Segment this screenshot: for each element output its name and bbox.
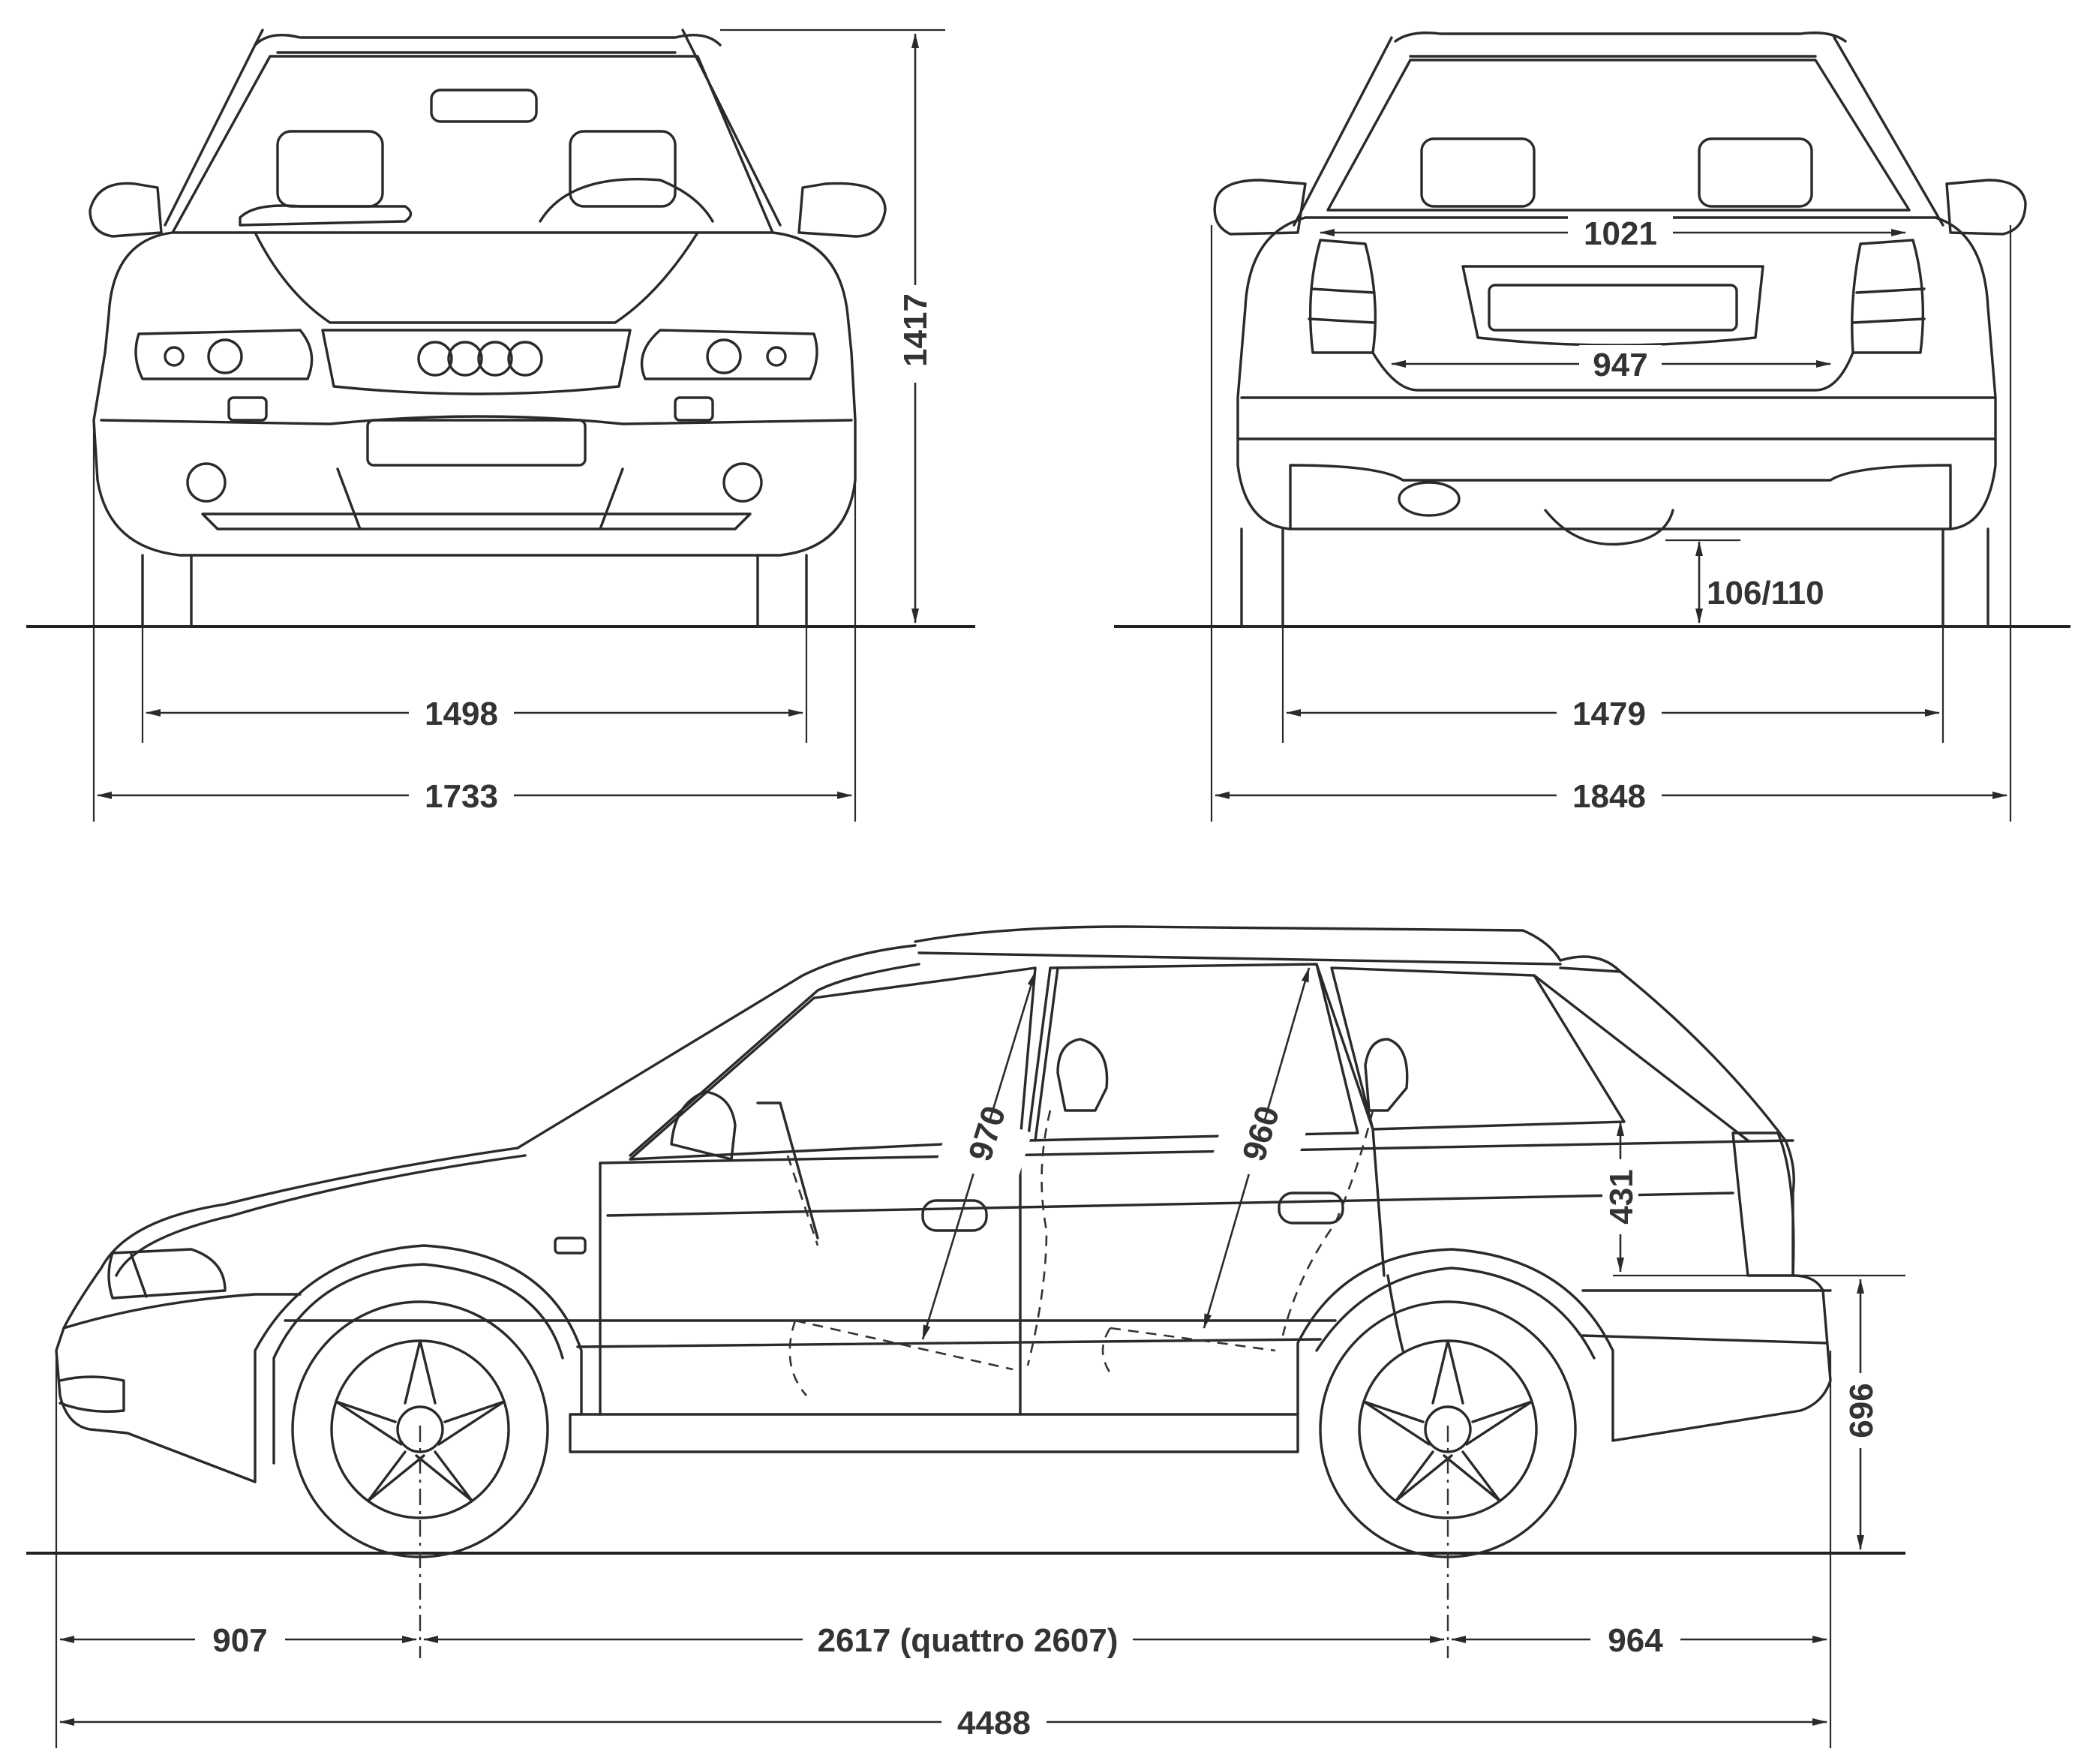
ground-clearance-label: 106/110 bbox=[1707, 575, 1824, 612]
front-view: 1417 1498 1733 bbox=[26, 29, 975, 822]
front-car-outline bbox=[89, 29, 887, 628]
front-height-label: 1417 bbox=[897, 293, 934, 367]
front-width-label: 1733 bbox=[425, 778, 498, 815]
side-view: 970 960 431 696 907 2617 (quattro 2607) … bbox=[26, 925, 1905, 1748]
rear-overhang-label: 964 bbox=[1608, 1622, 1663, 1659]
side-car-outline bbox=[55, 925, 1832, 1558]
wheelbase-label: 2617 (quattro 2607) bbox=[817, 1622, 1118, 1659]
rear-track-label: 1479 bbox=[1572, 696, 1646, 732]
front-overhang-label: 907 bbox=[212, 1622, 267, 1659]
rear-width-label: 1848 bbox=[1572, 778, 1646, 815]
loading-sill-label: 696 bbox=[1843, 1383, 1880, 1438]
load-height-label: 431 bbox=[1603, 1169, 1640, 1224]
length-label: 4488 bbox=[957, 1705, 1031, 1741]
front-track-label: 1498 bbox=[425, 696, 498, 732]
rear-car-outline bbox=[1213, 32, 2027, 628]
tailgate-lower-label: 947 bbox=[1593, 347, 1647, 383]
tailgate-upper-label: 1021 bbox=[1584, 215, 1657, 252]
rear-view: 1021 947 106/110 1479 1848 bbox=[1114, 32, 2070, 822]
